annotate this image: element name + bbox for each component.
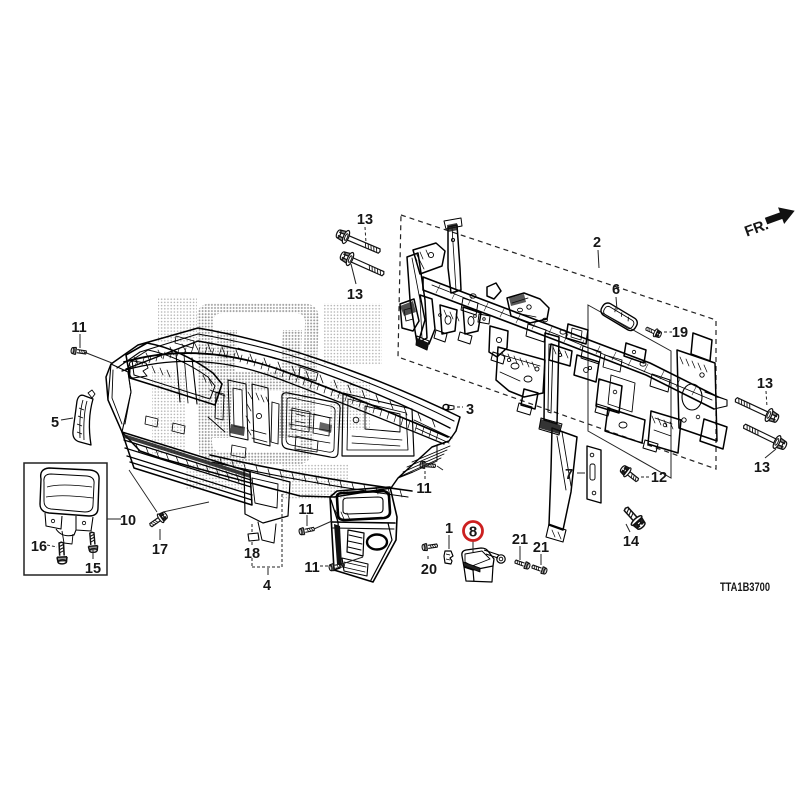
svg-text:13: 13 xyxy=(757,376,773,392)
svg-text:5: 5 xyxy=(51,415,59,431)
svg-text:10: 10 xyxy=(120,513,136,529)
svg-text:15: 15 xyxy=(85,561,101,577)
svg-text:11: 11 xyxy=(298,502,313,518)
svg-text:1: 1 xyxy=(445,521,453,537)
svg-text:13: 13 xyxy=(754,460,770,476)
svg-text:12: 12 xyxy=(651,470,667,486)
svg-text:18: 18 xyxy=(244,546,260,562)
svg-text:20: 20 xyxy=(421,562,437,578)
svg-text:21: 21 xyxy=(533,540,549,556)
svg-text:7: 7 xyxy=(565,467,573,483)
svg-text:19: 19 xyxy=(672,325,688,341)
svg-text:17: 17 xyxy=(152,542,168,558)
svg-text:11: 11 xyxy=(416,481,431,497)
svg-text:4: 4 xyxy=(263,578,271,594)
svg-text:11: 11 xyxy=(71,320,86,336)
svg-text:2: 2 xyxy=(593,235,601,251)
svg-text:13: 13 xyxy=(347,287,363,303)
svg-text:6: 6 xyxy=(612,282,620,298)
svg-text:11: 11 xyxy=(304,560,319,576)
svg-text:8: 8 xyxy=(469,524,477,541)
svg-text:21: 21 xyxy=(512,532,528,548)
svg-text:3: 3 xyxy=(466,402,474,418)
svg-text:14: 14 xyxy=(623,534,639,550)
svg-text:13: 13 xyxy=(357,212,373,228)
svg-text:16: 16 xyxy=(31,539,47,555)
svg-text:TTA1B3700: TTA1B3700 xyxy=(720,582,770,594)
